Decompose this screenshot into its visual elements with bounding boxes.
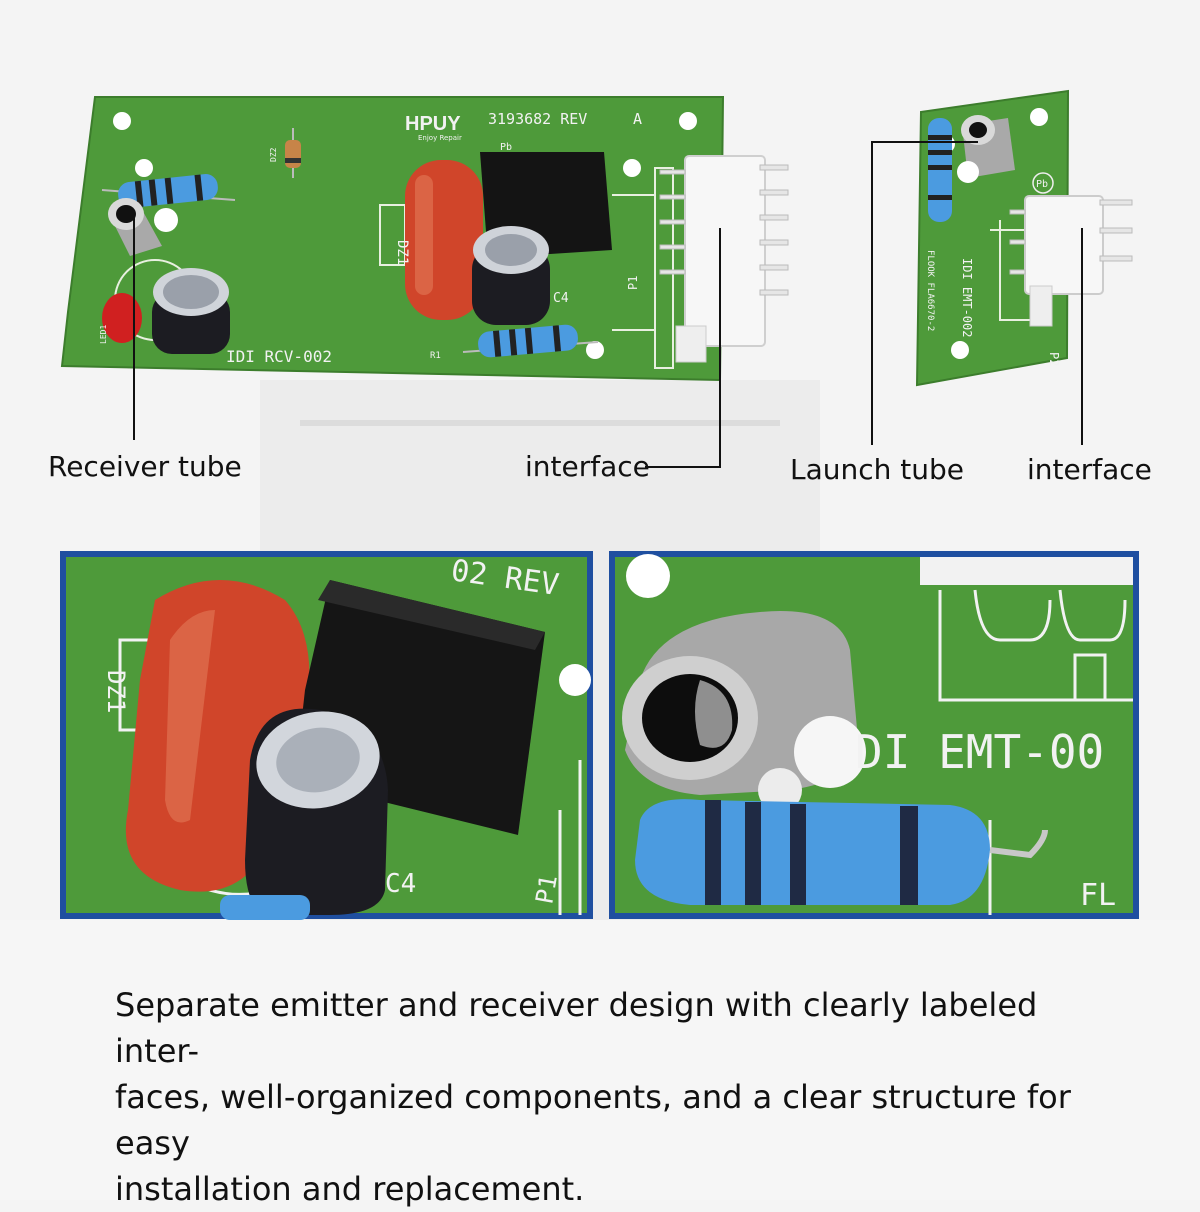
description-caption: Separate emitter and receiver design wit… <box>115 982 1115 1212</box>
caption-line-1: Separate emitter and receiver design wit… <box>115 986 1038 1070</box>
emitter-board: IDI EMT-002 FLOOK FLA6670-2 P2 Pb <box>915 89 1133 387</box>
label-c4: C4 <box>553 291 569 306</box>
receiver-tube-label: Receiver tube <box>48 450 242 483</box>
label-led1: LED1 <box>99 325 108 344</box>
label-dz1: DZ1 <box>394 240 410 265</box>
part-number: 3193682 REV <box>488 110 587 128</box>
emitter-flook-label: FLOOK FLA6670-2 <box>925 250 935 331</box>
receiver-board: HPUY Enjoy Repair 3193682 REV A IDI RCV-… <box>60 96 789 382</box>
emitter-label-pb: Pb <box>1036 179 1048 190</box>
background-shelf <box>0 920 1200 1200</box>
label-p2: P2 <box>1047 352 1061 366</box>
emitter-model-label: IDI EMT-002 <box>960 258 974 337</box>
brand-tagline: Enjoy Repair <box>418 134 462 142</box>
zoom-right-flook-text: FL <box>1080 878 1116 913</box>
launch-tube-label: Launch tube <box>790 453 965 486</box>
background-shelf <box>300 420 780 426</box>
zoom-left-dz1: DZ1 <box>102 670 130 713</box>
zoom-left-p1: P1 <box>530 873 563 906</box>
callout-lines <box>133 141 1083 468</box>
brand-logo: HPUY <box>405 113 461 135</box>
label-p1: P1 <box>626 276 640 290</box>
caption-line-2: faces, well-organized components, and a … <box>115 1078 1071 1162</box>
label-dz2: DZ2 <box>269 147 278 162</box>
zoom-right-model-text: DI EMT-00 <box>855 725 1104 779</box>
label-pb: Pb <box>500 142 512 153</box>
label-r1: R1 <box>430 351 441 361</box>
zoom-left-c4: C4 <box>385 869 416 899</box>
caption-line-3: installation and replacement. <box>115 1170 585 1208</box>
zoom-right-panel: DI EMT-00 FL <box>609 551 1139 919</box>
interface-label-1: interface <box>525 450 650 483</box>
receiver-model-label: IDI RCV-002 <box>226 347 332 366</box>
rev-letter: A <box>633 110 642 128</box>
zoom-left-panel: 02 REV DZ1 C4 P1 <box>60 551 593 920</box>
interface-label-2: interface <box>1027 453 1152 486</box>
